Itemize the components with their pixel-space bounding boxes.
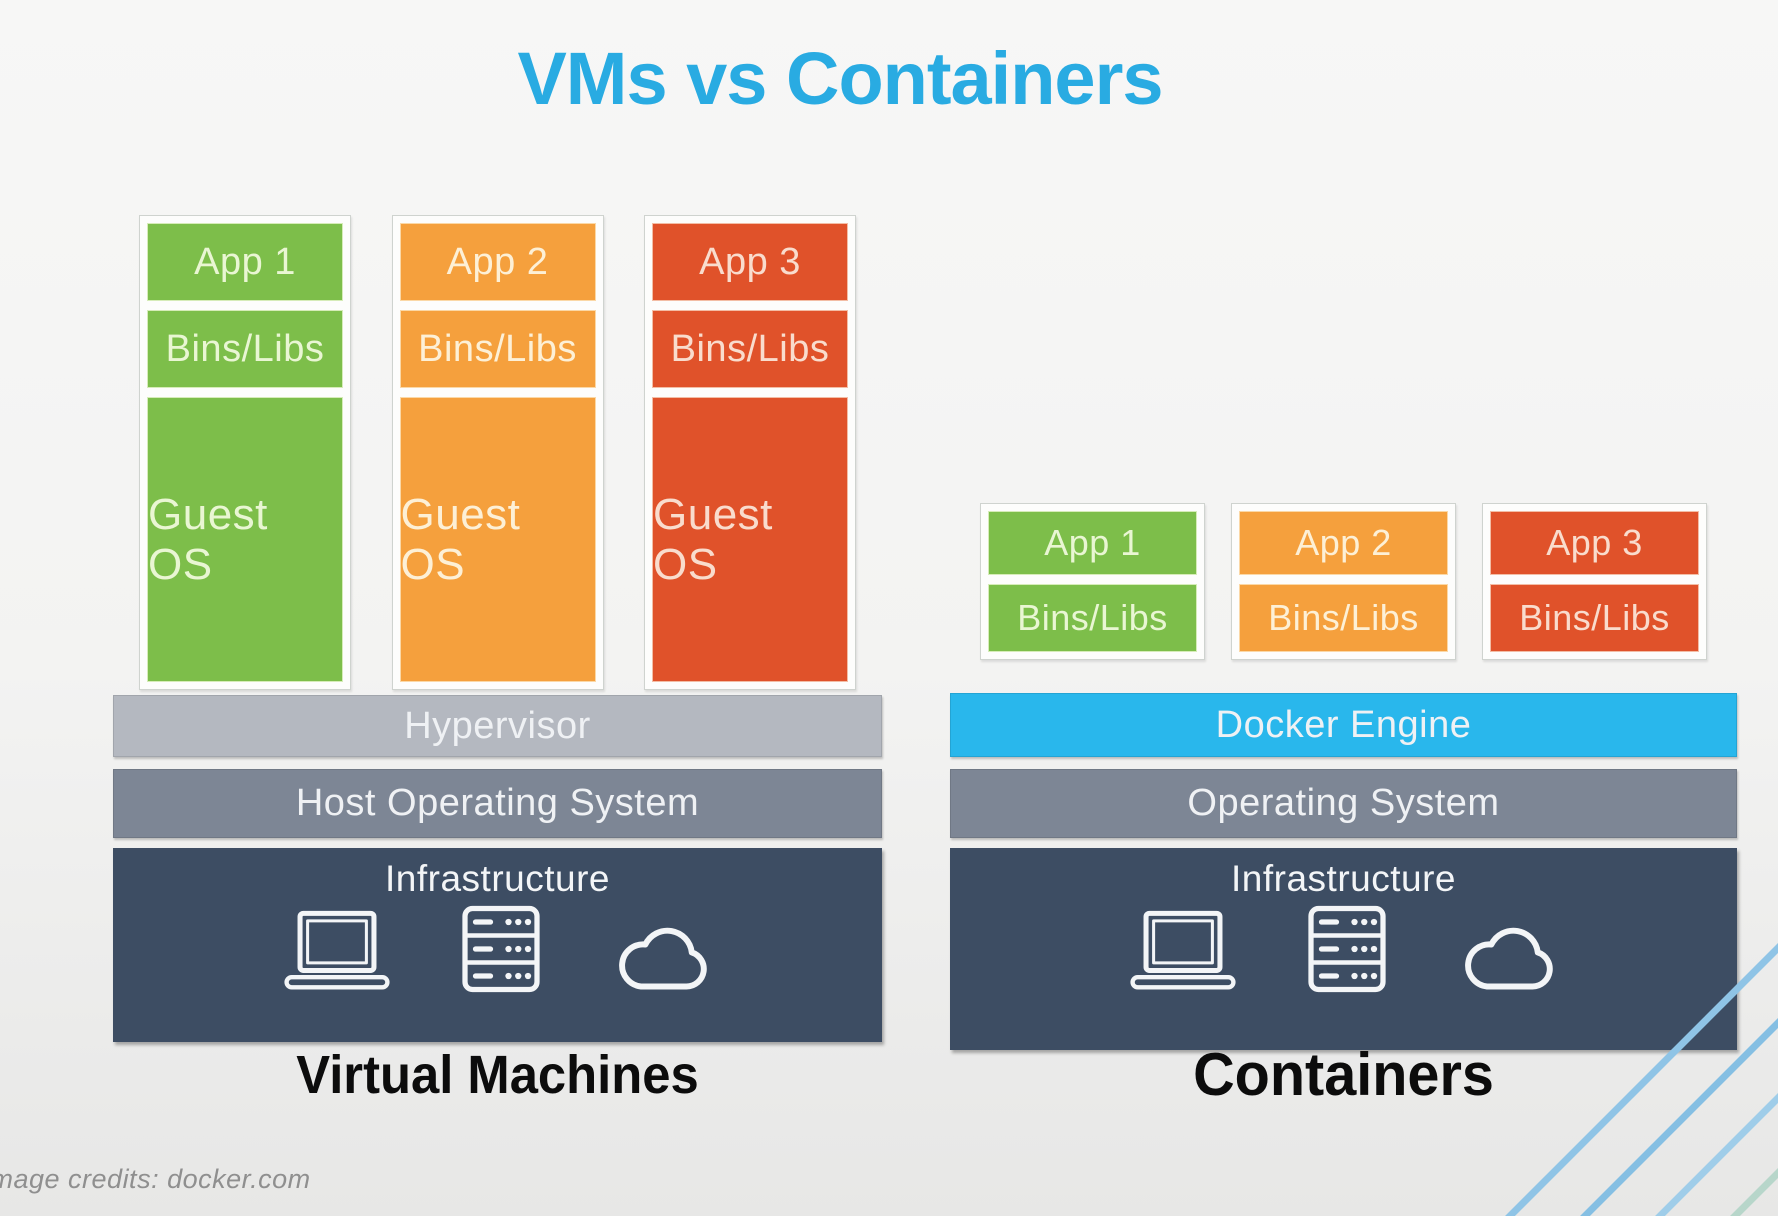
containers-diagram: App 1 Bins/Libs App 2 Bins/Libs App 3 Bi… <box>950 503 1737 1050</box>
credit-text: image credits: docker.com <box>0 1164 311 1194</box>
app-block: App 3 <box>1490 511 1699 575</box>
laptop-icon <box>283 910 390 990</box>
cloud-icon <box>1464 927 1553 990</box>
bins-libs-block: Bins/Libs <box>1239 584 1448 652</box>
bins-libs-block: Bins/Libs <box>652 310 848 388</box>
guest-os-block: Guest OS <box>399 397 596 682</box>
infrastructure-label: Infrastructure <box>385 858 610 899</box>
container-column-3: App 3 Bins/Libs <box>1482 503 1707 660</box>
app-block: App 2 <box>1239 511 1448 575</box>
infrastructure-label: Infrastructure <box>1231 858 1456 899</box>
hypervisor-bar: Hypervisor <box>113 695 882 757</box>
vm-diagram: App 1 Bins/Libs Guest OS App 2 Bins/Libs… <box>113 215 882 1042</box>
app-block: App 2 <box>399 223 596 301</box>
infrastructure-icons <box>278 904 718 994</box>
app-block: App 1 <box>988 511 1197 575</box>
vm-caption: Virtual Machines <box>296 1045 699 1105</box>
vm-column-3: App 3 Bins/Libs Guest OS <box>644 215 856 690</box>
bins-libs-block: Bins/Libs <box>399 310 596 388</box>
cloud-icon <box>618 927 707 990</box>
laptop-icon <box>1129 910 1236 990</box>
server-icon <box>1307 905 1386 993</box>
vm-column-1: App 1 Bins/Libs Guest OS <box>139 215 351 690</box>
diagonal-lines-decoration <box>1505 943 1778 1216</box>
app-block: App 3 <box>652 223 848 301</box>
container-columns: App 1 Bins/Libs App 2 Bins/Libs App 3 Bi… <box>950 503 1737 660</box>
containers-caption: Containers <box>1193 1041 1494 1108</box>
vm-infrastructure-block: Infrastructure <box>113 848 882 1042</box>
guest-os-block: Guest OS <box>147 397 343 682</box>
app-block: App 1 <box>147 223 343 301</box>
infrastructure-icons <box>1124 904 1564 994</box>
guest-os-block: Guest OS <box>652 397 848 682</box>
page-title: VMs vs Containers <box>517 37 1163 120</box>
server-icon <box>461 905 540 993</box>
bins-libs-block: Bins/Libs <box>1490 584 1699 652</box>
bins-libs-block: Bins/Libs <box>988 584 1197 652</box>
operating-system-bar: Operating System <box>950 769 1737 838</box>
host-os-bar: Host Operating System <box>113 769 882 838</box>
vm-column-2: App 2 Bins/Libs Guest OS <box>391 215 604 690</box>
containers-infrastructure-block: Infrastructure <box>950 848 1737 1050</box>
container-column-1: App 1 Bins/Libs <box>980 503 1205 660</box>
bins-libs-block: Bins/Libs <box>147 310 343 388</box>
docker-engine-bar: Docker Engine <box>950 693 1737 757</box>
vm-columns: App 1 Bins/Libs Guest OS App 2 Bins/Libs… <box>113 215 882 690</box>
container-column-2: App 2 Bins/Libs <box>1231 503 1456 660</box>
